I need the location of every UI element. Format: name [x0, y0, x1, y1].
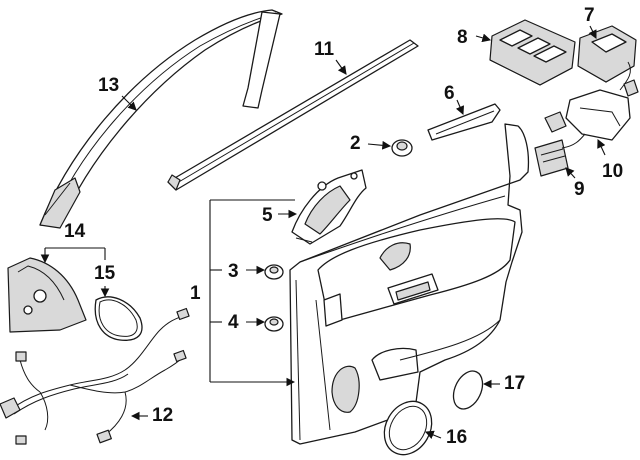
- leader-lines: [40, 25, 606, 439]
- callout-16: 16: [446, 427, 468, 448]
- seal-ring-part: [94, 296, 143, 341]
- mirror-garnish-part: [7, 257, 87, 333]
- master-window-switch-part: [489, 19, 576, 86]
- inside-handle-part: [291, 169, 367, 245]
- clip-4-part: [264, 316, 284, 332]
- speaker-grille-small-part: [452, 370, 484, 410]
- callout-8: 8: [457, 27, 468, 48]
- callout-2: 2: [350, 133, 361, 154]
- clip-2-part: [391, 139, 413, 157]
- door-trim-panel-part: [289, 123, 530, 445]
- switch-connector-part: [534, 133, 586, 177]
- callout-7: 7: [584, 5, 595, 26]
- window-switch-part: [577, 25, 637, 83]
- callout-14: 14: [64, 221, 86, 242]
- callout-9: 9: [574, 179, 585, 200]
- wiring-harness-part: [0, 307, 190, 445]
- callout-4: 4: [228, 312, 239, 333]
- window-frame-sash-part: [39, 9, 283, 229]
- callout-13: 13: [98, 75, 120, 96]
- belt-weatherstrip-part: [167, 39, 419, 191]
- callout-12: 12: [152, 405, 174, 426]
- callout-5: 5: [262, 205, 273, 226]
- callout-6: 6: [444, 83, 455, 104]
- callout-15: 15: [94, 263, 116, 284]
- callout-10: 10: [602, 161, 624, 182]
- clip-3-part: [264, 264, 284, 280]
- switch-bracket-part: [544, 61, 639, 141]
- callout-1: 1: [190, 283, 201, 304]
- callout-3: 3: [228, 261, 239, 282]
- callout-17: 17: [504, 373, 526, 394]
- trim-strip-part: [427, 103, 501, 141]
- speaker-grille-large-part: [383, 400, 433, 456]
- callout-11: 11: [314, 39, 335, 60]
